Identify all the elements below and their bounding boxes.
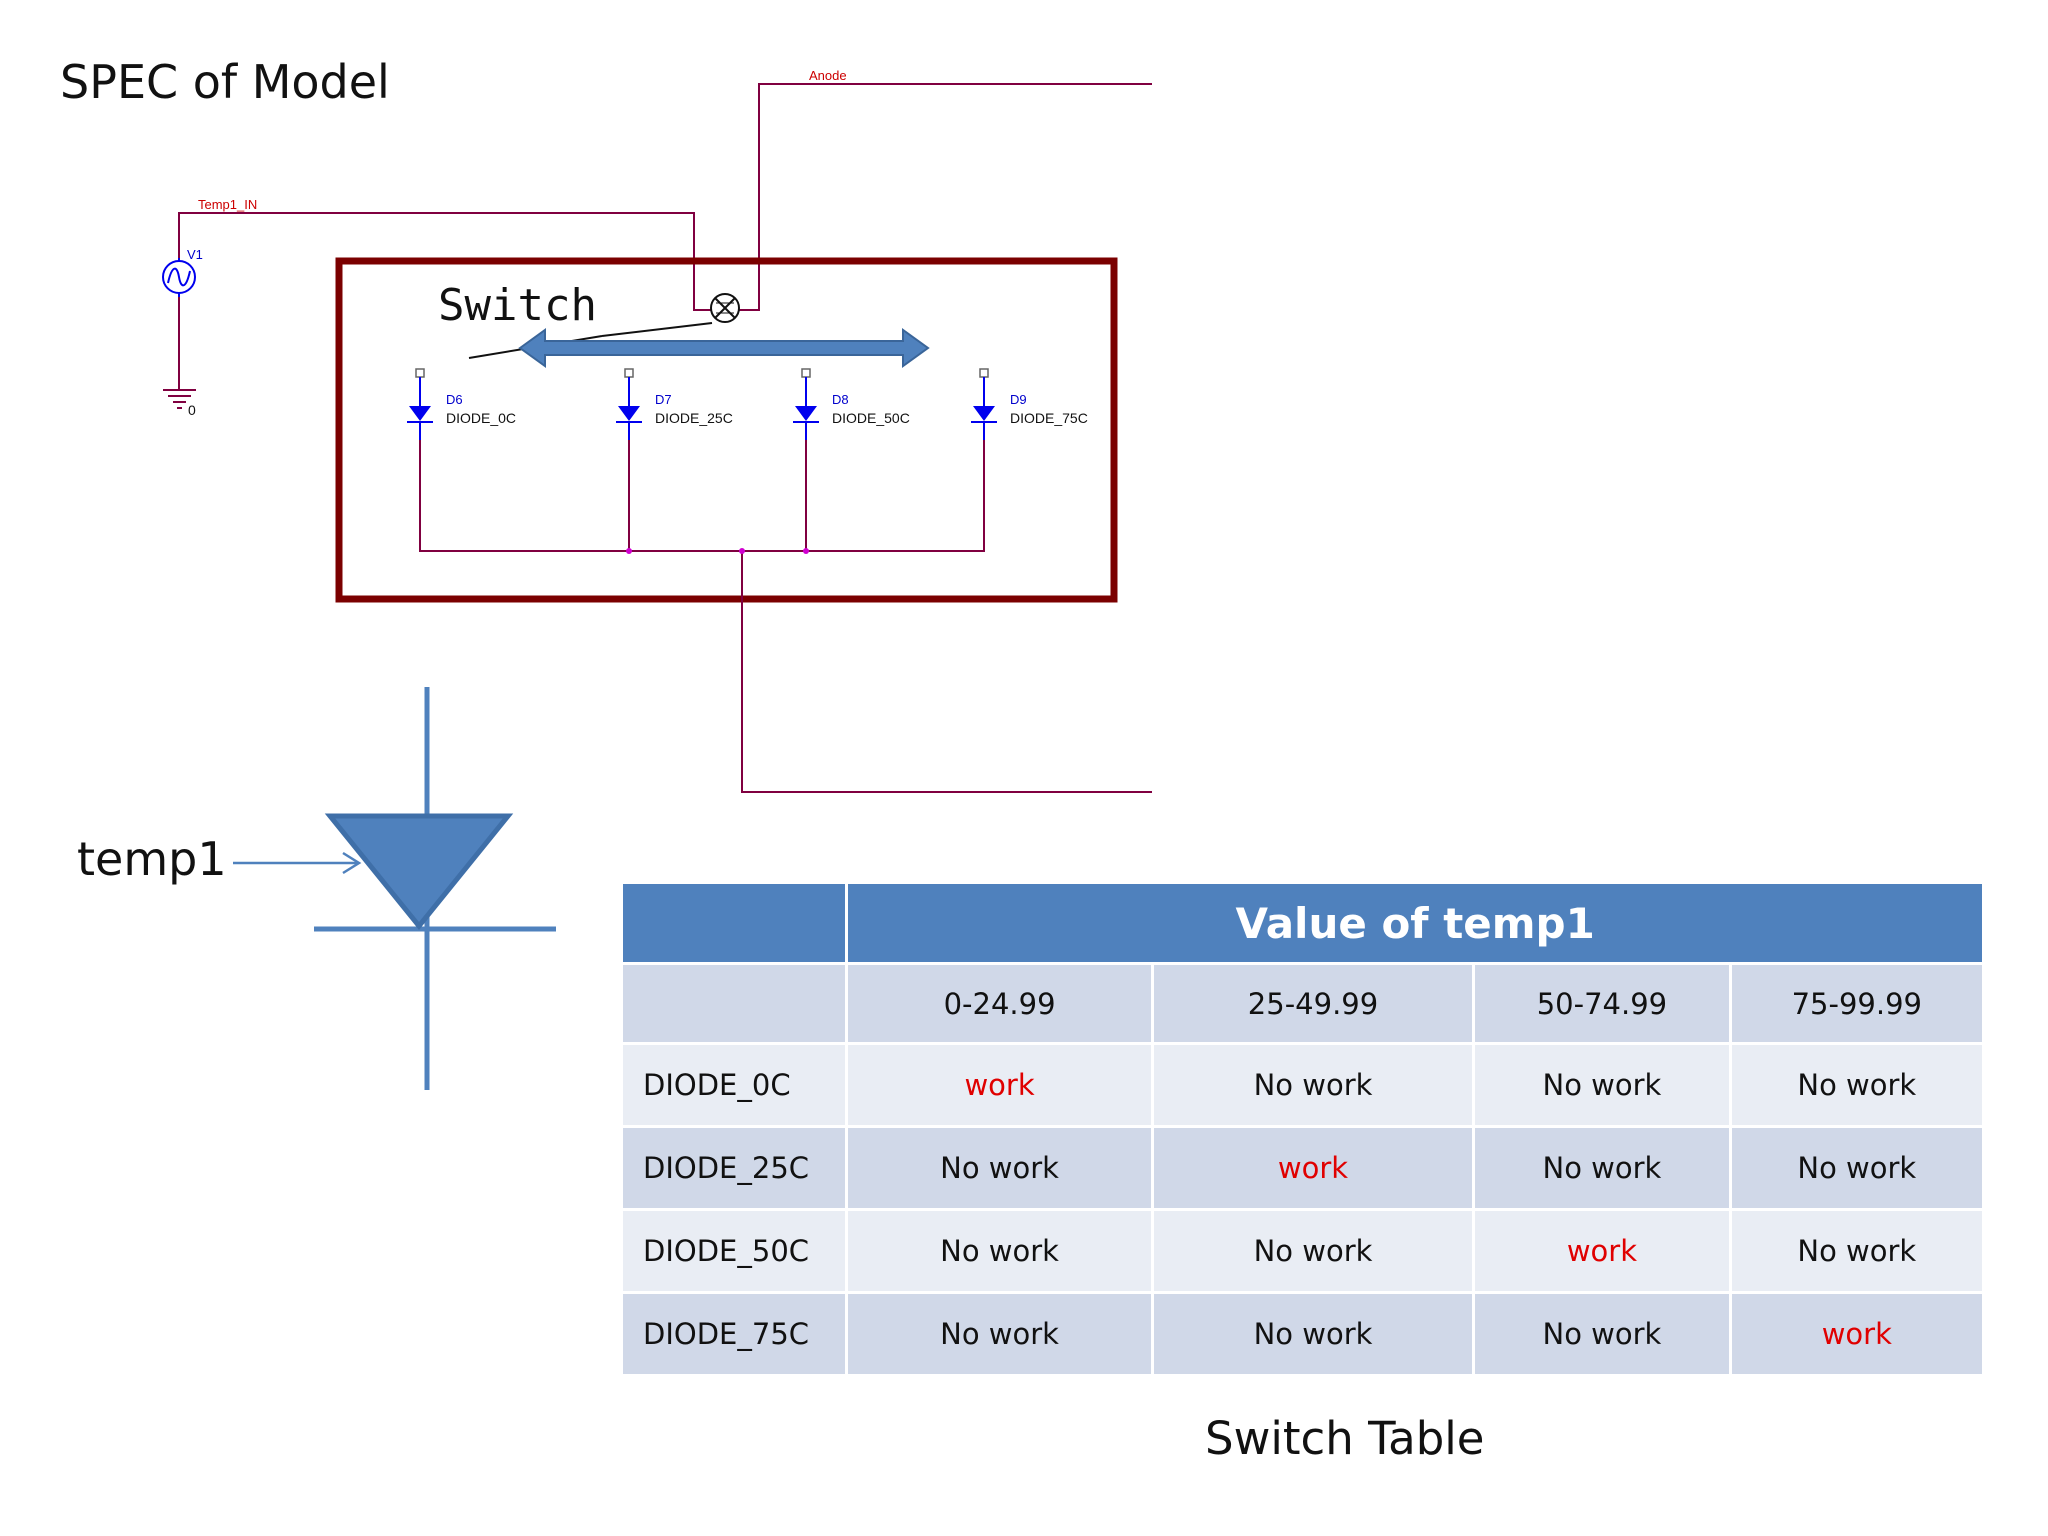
diode-model: DIODE_0C	[446, 410, 516, 426]
temp1-input-arrow-icon	[233, 851, 362, 875]
range-header: 75-99.99	[1731, 965, 1982, 1042]
table-cell	[623, 965, 846, 1042]
voltage-source-v1	[162, 258, 196, 297]
row-label: DIODE_75C	[623, 1294, 846, 1374]
range-header: 25-49.99	[1153, 965, 1473, 1042]
junction-dot	[803, 548, 809, 554]
diode-ref: D6	[446, 392, 463, 407]
table-row: DIODE_50C No work No work work No work	[623, 1211, 1982, 1291]
table-cell: No work	[848, 1211, 1151, 1291]
table-cell: No work	[1731, 1045, 1982, 1125]
ground-label: 0	[188, 402, 196, 418]
table-cell: No work	[1731, 1128, 1982, 1208]
switch-double-arrow-icon	[518, 328, 930, 368]
range-header: 0-24.99	[848, 965, 1151, 1042]
table-caption: Switch Table	[1205, 1412, 1485, 1465]
ground-icon	[163, 389, 196, 409]
switch-table: Value of temp1 0-24.99 25-49.99 50-74.99…	[620, 881, 1985, 1377]
model-frame	[335, 257, 1118, 603]
controlled-diode-symbol	[314, 687, 556, 1090]
switch-lever	[601, 322, 713, 337]
net-label-anode: Anode	[809, 68, 847, 83]
junction-dot	[739, 548, 745, 554]
range-header: 50-74.99	[1475, 965, 1729, 1042]
range-header-row: 0-24.99 25-49.99 50-74.99 75-99.99	[623, 965, 1982, 1042]
table-cell: No work	[848, 1128, 1151, 1208]
table-cell: work	[848, 1045, 1151, 1125]
row-label: DIODE_0C	[623, 1045, 846, 1125]
diode-d7: D7 DIODE_25C	[616, 368, 733, 440]
table-cell: No work	[848, 1294, 1151, 1374]
diode-d9: D9 DIODE_75C	[971, 368, 1088, 440]
cathode-bus-wire	[419, 440, 1152, 793]
page-title: SPEC of Model	[60, 55, 390, 109]
table-cell: No work	[1475, 1294, 1729, 1374]
table-cell: No work	[1475, 1045, 1729, 1125]
diode-model: DIODE_50C	[832, 410, 910, 426]
diode-model: DIODE_75C	[1010, 410, 1088, 426]
table-row: DIODE_75C No work No work No work work	[623, 1294, 1982, 1374]
table-header-row: Value of temp1	[623, 884, 1982, 962]
junction-dot	[626, 548, 632, 554]
net-label-temp1-in: Temp1_IN	[198, 197, 257, 212]
row-label: DIODE_50C	[623, 1211, 846, 1291]
group-header: Value of temp1	[848, 884, 1982, 962]
diode-d8: D8 DIODE_50C	[793, 368, 910, 440]
source-ref: V1	[187, 247, 203, 262]
table-cell: No work	[1475, 1128, 1729, 1208]
table-cell: No work	[1153, 1294, 1473, 1374]
table-cell: work	[1153, 1128, 1473, 1208]
table-cell: No work	[1153, 1211, 1473, 1291]
table-cell: No work	[1731, 1211, 1982, 1291]
row-label: DIODE_25C	[623, 1128, 846, 1208]
table-corner-cell	[623, 884, 846, 962]
table-cell: work	[1475, 1211, 1729, 1291]
diode-d6: D6 DIODE_0C	[407, 368, 516, 440]
diode-ref: D7	[655, 392, 672, 407]
anode-wire	[738, 83, 1152, 311]
switch-terminal-icon	[710, 293, 740, 323]
switch-label: Switch	[438, 280, 597, 331]
table-row: DIODE_0C work No work No work No work	[623, 1045, 1982, 1125]
diode-ref: D8	[832, 392, 849, 407]
table-row: DIODE_25C No work work No work No work	[623, 1128, 1982, 1208]
diode-ref: D9	[1010, 392, 1027, 407]
temp1-in-wire	[178, 212, 713, 390]
temp1-label: temp1	[77, 832, 227, 886]
diode-model: DIODE_25C	[655, 410, 733, 426]
table-cell: No work	[1153, 1045, 1473, 1125]
table-cell: work	[1731, 1294, 1982, 1374]
